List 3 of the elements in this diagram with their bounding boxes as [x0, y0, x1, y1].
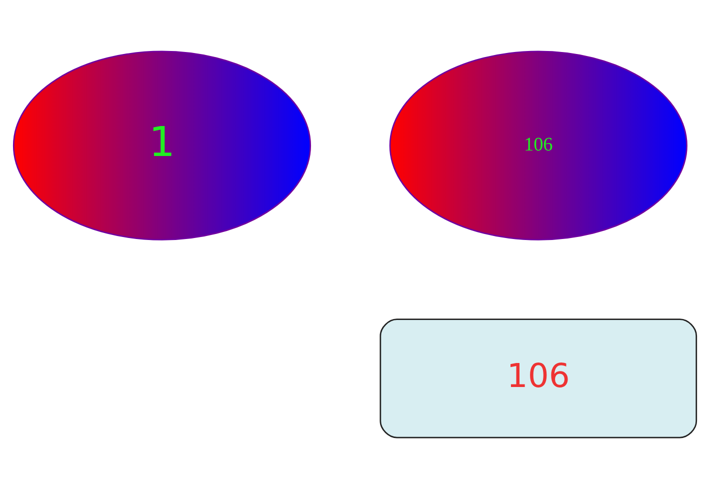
- node-ellipse: 106: [389, 50, 688, 240]
- node-box: 106: [380, 318, 698, 438]
- node-ellipse: 1: [12, 50, 312, 240]
